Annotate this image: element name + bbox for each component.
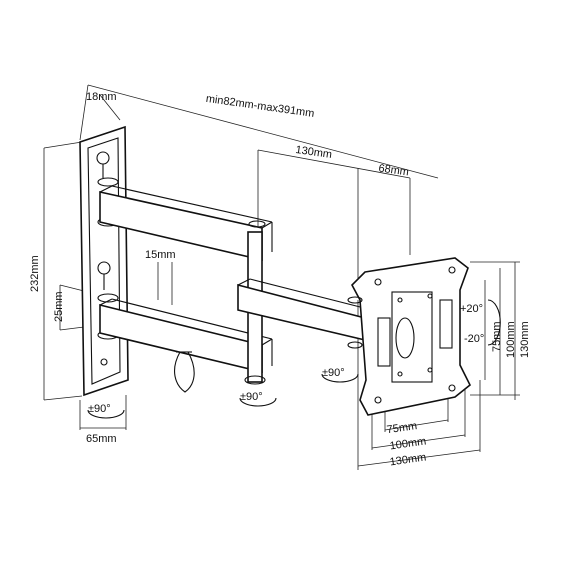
dim-vesa-100-h: 100mm xyxy=(505,321,517,358)
head-swivel-arrow xyxy=(321,373,359,383)
dim-arm-right: 68mm xyxy=(378,162,410,178)
arm-swivel-arrow xyxy=(239,397,277,407)
dim-inner-arm: 15mm xyxy=(145,249,176,261)
dim-vesa-130-w: 130mm xyxy=(389,451,427,468)
dim-arm-height: 25mm xyxy=(53,291,65,322)
rotation-arrows xyxy=(87,299,501,419)
dimension-lines xyxy=(43,84,520,470)
dim-vesa-130-h: 130mm xyxy=(519,321,531,358)
dim-total-height: 232mm xyxy=(29,255,41,292)
dim-arm-range: min82mm-max391mm xyxy=(205,93,315,120)
cable-clip xyxy=(174,351,195,393)
dim-vesa-100-w: 100mm xyxy=(389,435,427,452)
tilt-down-label: -20° xyxy=(464,333,484,345)
wall-swivel-arrow xyxy=(87,409,125,419)
tilt-arrow xyxy=(487,299,501,346)
wall-swivel-label: ±90° xyxy=(88,403,111,415)
head-swivel-label: ±90° xyxy=(322,367,345,379)
arm-swivel-label: ±90° xyxy=(240,391,263,403)
dim-vesa-75-h: 75mm xyxy=(491,321,503,352)
dim-vesa-75-w: 75mm xyxy=(386,420,418,436)
wall-plate xyxy=(79,125,129,397)
dim-top-left: 18mm xyxy=(86,91,117,103)
dim-arm-middle: 130mm xyxy=(295,144,333,161)
dim-wall-width: 65mm xyxy=(86,433,117,445)
vesa-plate xyxy=(347,257,472,416)
tilt-up-label: +20° xyxy=(460,303,483,315)
